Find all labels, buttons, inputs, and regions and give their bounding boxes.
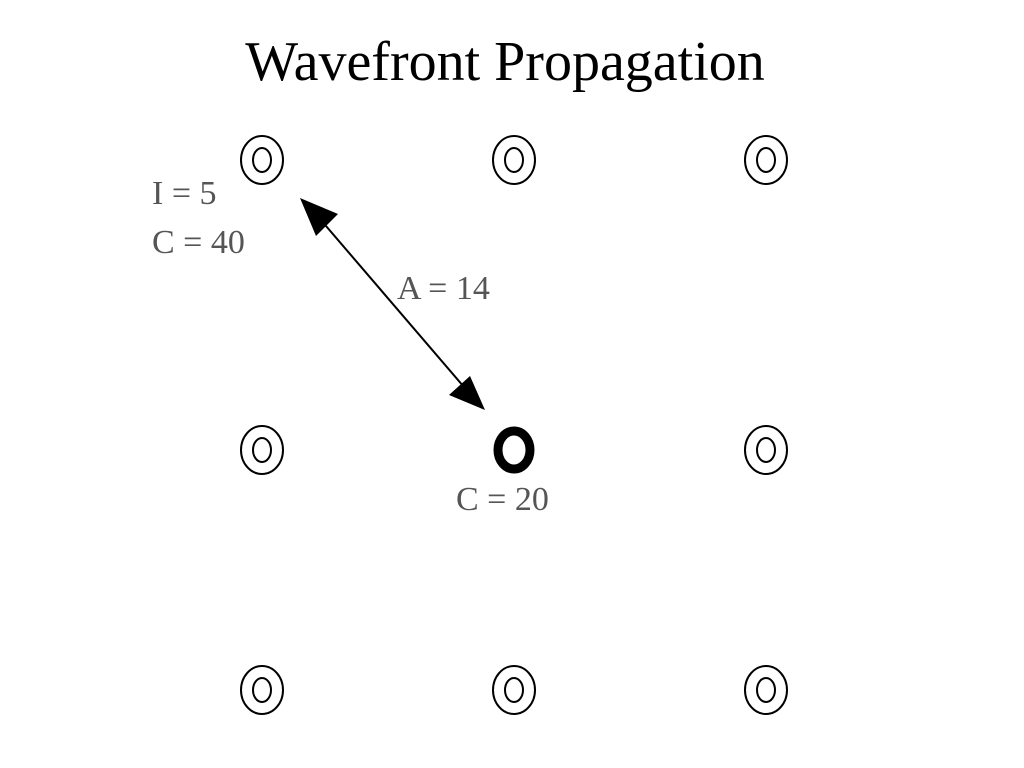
grid-nodes: [240, 135, 788, 715]
arrowhead-end: [449, 376, 485, 410]
arrowhead-start: [300, 198, 338, 236]
grid-node: [744, 665, 788, 715]
active-node: [493, 426, 535, 474]
grid-node: [240, 425, 284, 475]
grid-node: [240, 135, 284, 185]
neighbor-c-label: C = 40: [152, 224, 245, 261]
grid-node: [492, 135, 536, 185]
grid-node: [744, 135, 788, 185]
edge-a-label: A = 14: [397, 270, 490, 307]
grid-node: [240, 665, 284, 715]
edge-arrow: [307, 204, 483, 409]
slide-title: Wavefront Propagation: [245, 31, 765, 93]
grid-node: [744, 425, 788, 475]
neighbor-i-label: I = 5: [152, 175, 217, 212]
active-c-label: C = 20: [456, 481, 549, 518]
grid-node: [492, 665, 536, 715]
